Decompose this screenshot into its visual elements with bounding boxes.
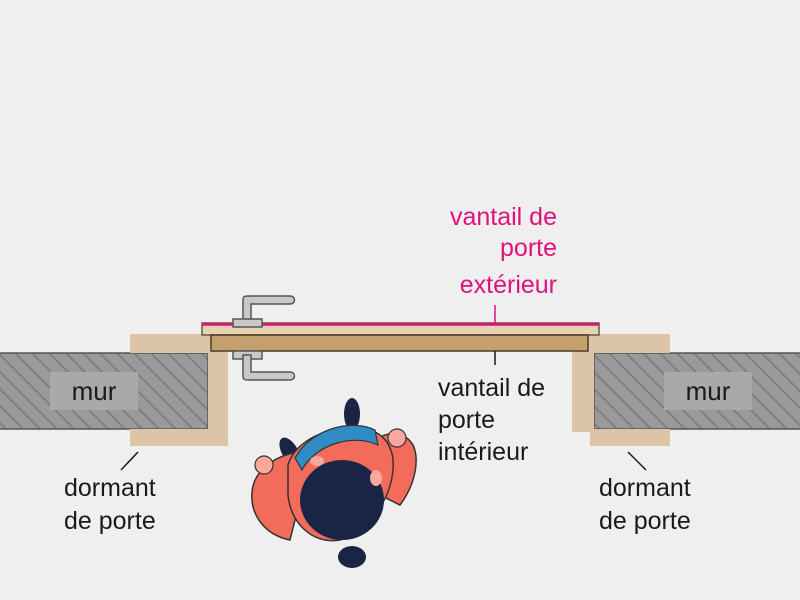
mur-label-left: mur <box>72 376 117 406</box>
svg-text:vantail de: vantail de <box>438 374 545 402</box>
right-wall: mur <box>593 352 800 430</box>
door-handle-icon <box>232 295 296 381</box>
mur-label-right: mur <box>686 376 731 406</box>
exterior-leaf-label: vantail de porte extérieur <box>450 203 557 299</box>
svg-text:dormant: dormant <box>599 474 691 502</box>
person-top-view-icon <box>251 398 417 568</box>
svg-text:porte: porte <box>500 234 557 262</box>
svg-text:porte: porte <box>438 406 495 434</box>
svg-text:de porte: de porte <box>599 507 691 535</box>
svg-text:intérieur: intérieur <box>438 438 528 466</box>
svg-text:vantail de: vantail de <box>450 203 557 231</box>
interior-leaf-label: vantail de porte intérieur <box>438 374 545 466</box>
svg-text:extérieur: extérieur <box>460 271 557 299</box>
left-wall: mur <box>0 352 209 430</box>
svg-text:dormant: dormant <box>64 474 156 502</box>
pointer-lines <box>120 305 647 471</box>
svg-text:de porte: de porte <box>64 507 156 535</box>
interior-door-leaf <box>210 334 589 352</box>
frame-label-left: dormant de porte <box>64 474 156 535</box>
frame-label-right: dormant de porte <box>599 474 691 535</box>
